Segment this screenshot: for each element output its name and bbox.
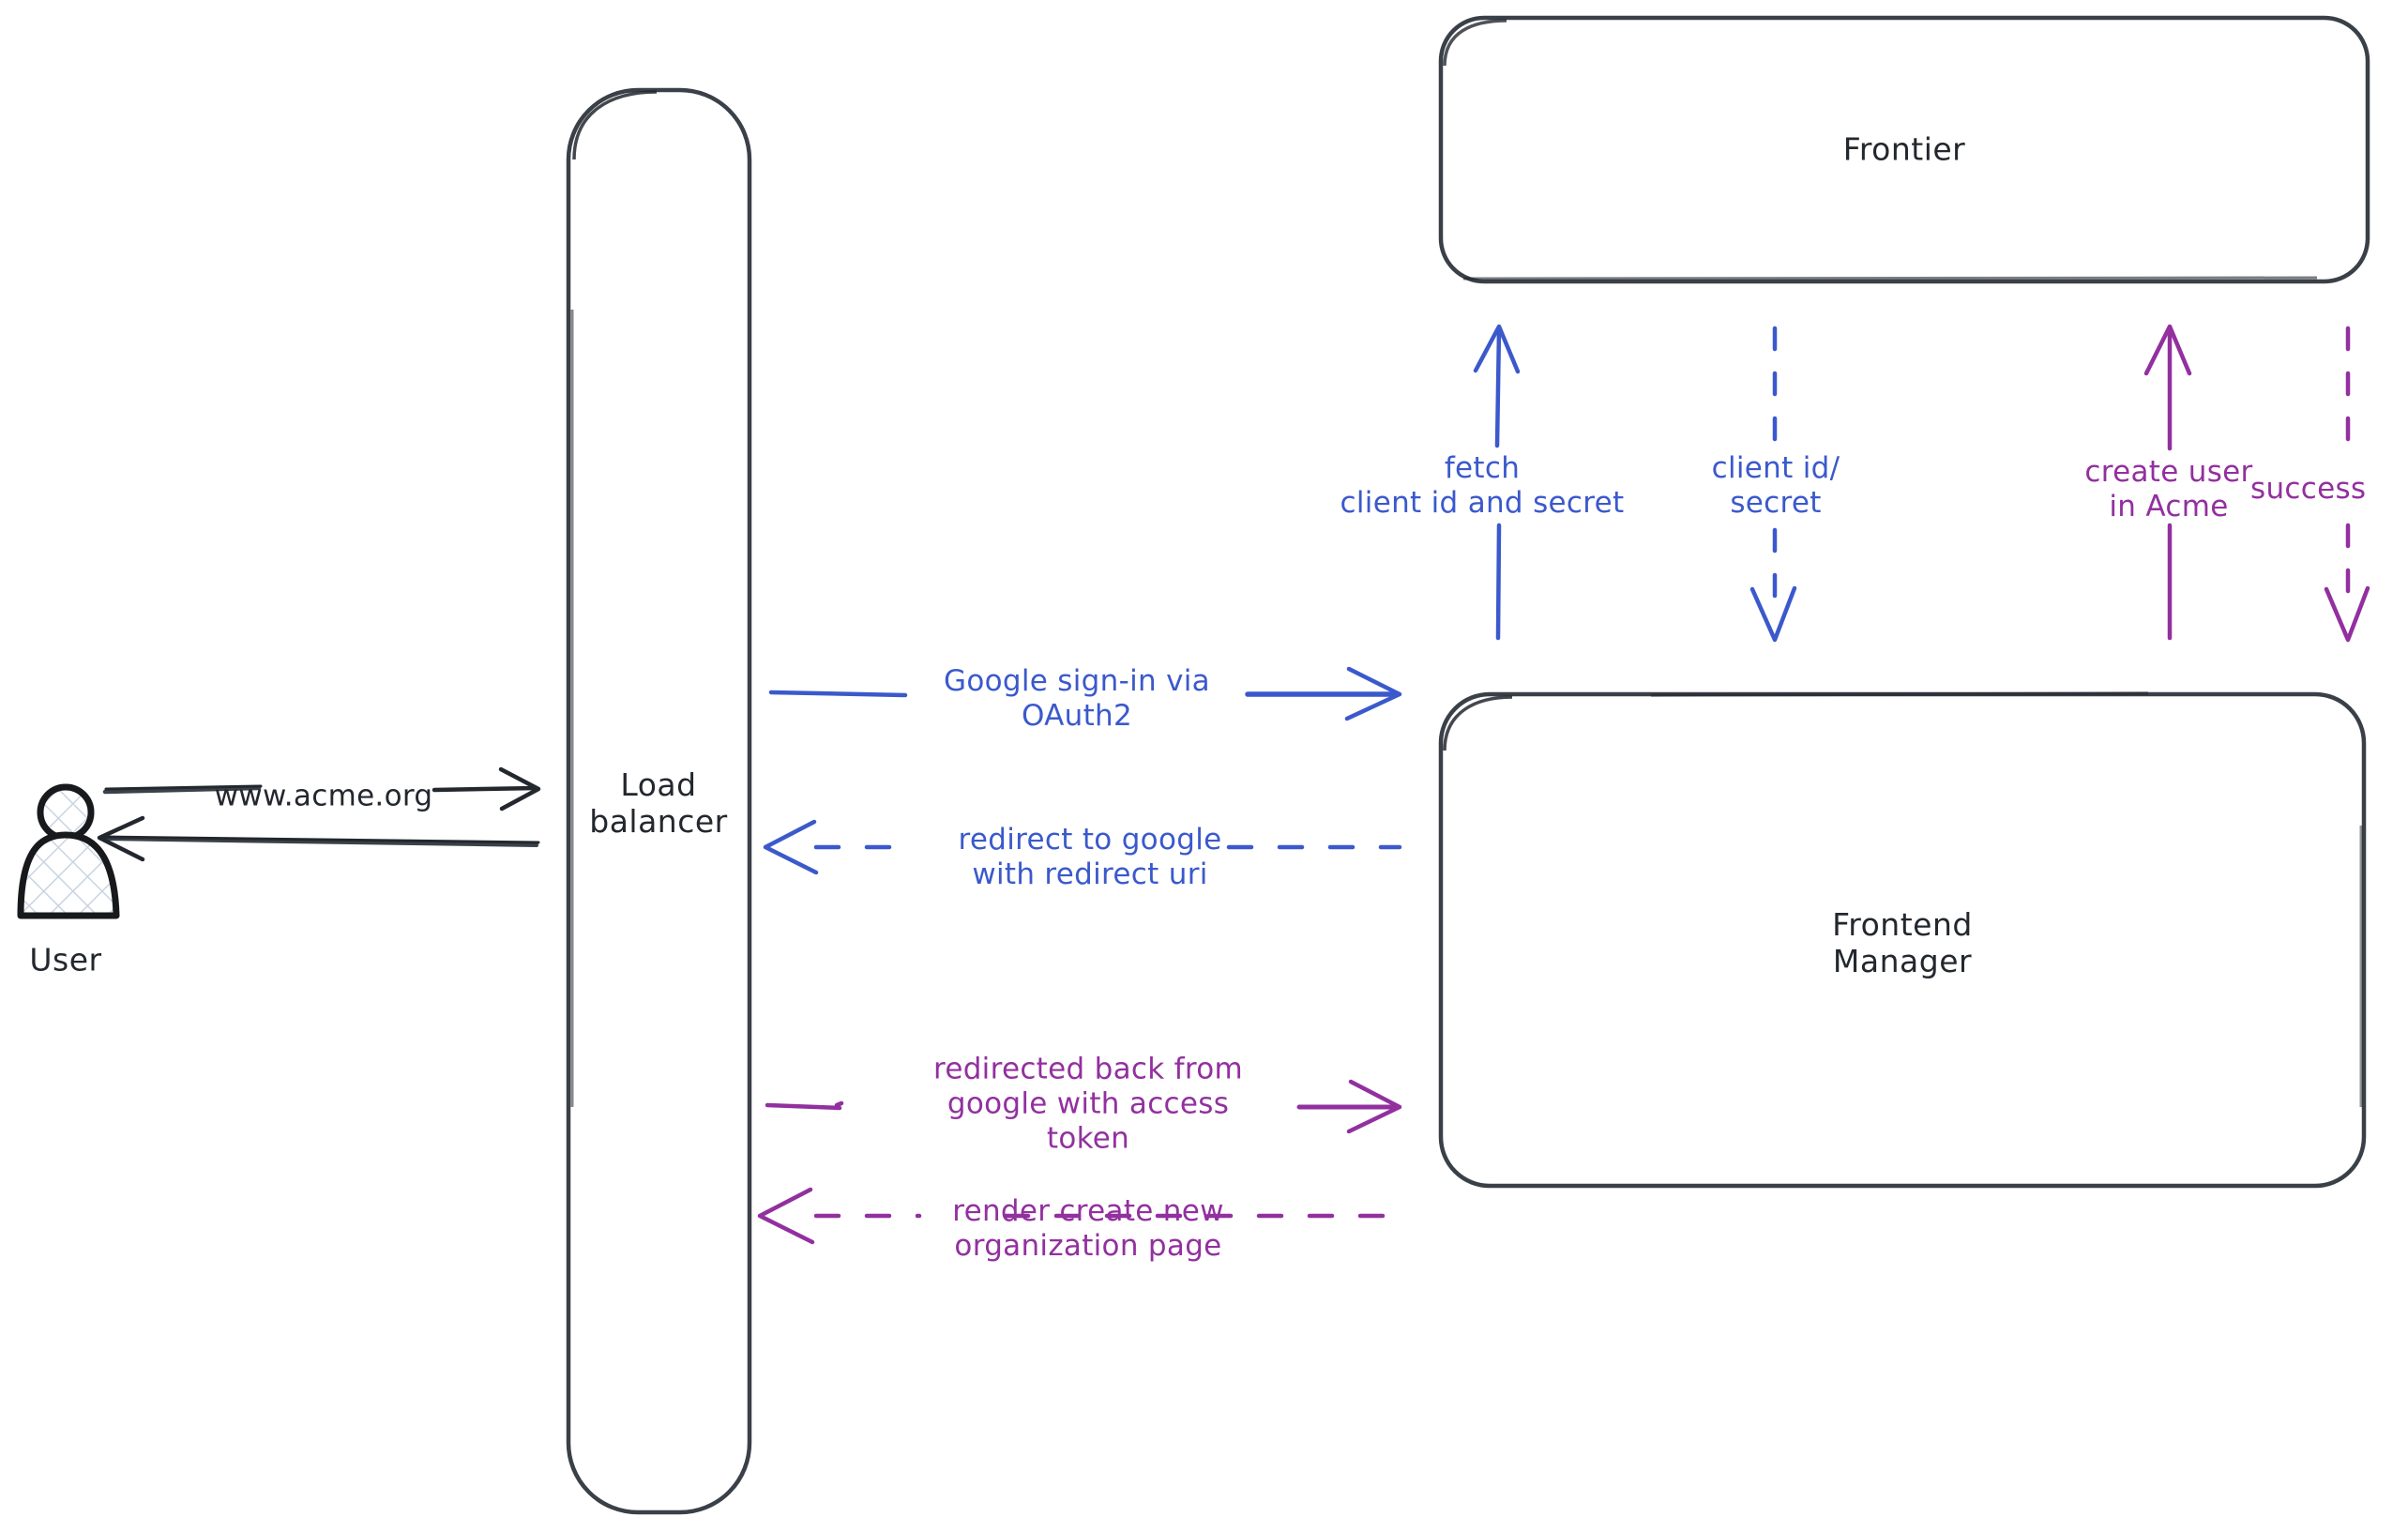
edge-client-id-secret xyxy=(1749,326,1797,643)
edge-lb-to-user xyxy=(97,815,540,862)
node-load-balancer[interactable] xyxy=(566,87,752,1515)
edge-redirected-back-with-access-token xyxy=(765,1079,1402,1134)
edge-user-to-lb xyxy=(102,766,541,812)
edge-render-create-new-organization-page xyxy=(757,1187,1402,1245)
edge-success xyxy=(2324,326,2370,643)
edge-create-user-in-acme xyxy=(2143,324,2192,641)
node-frontier[interactable] xyxy=(1438,15,2370,284)
edge-fetch-client-id-and-secret xyxy=(1473,324,1521,641)
person-icon xyxy=(17,783,120,919)
edge-google-signin-oauth2 xyxy=(768,666,1402,721)
node-frontend-manager[interactable] xyxy=(1438,691,2367,1189)
edge-redirect-to-google xyxy=(763,819,1402,875)
